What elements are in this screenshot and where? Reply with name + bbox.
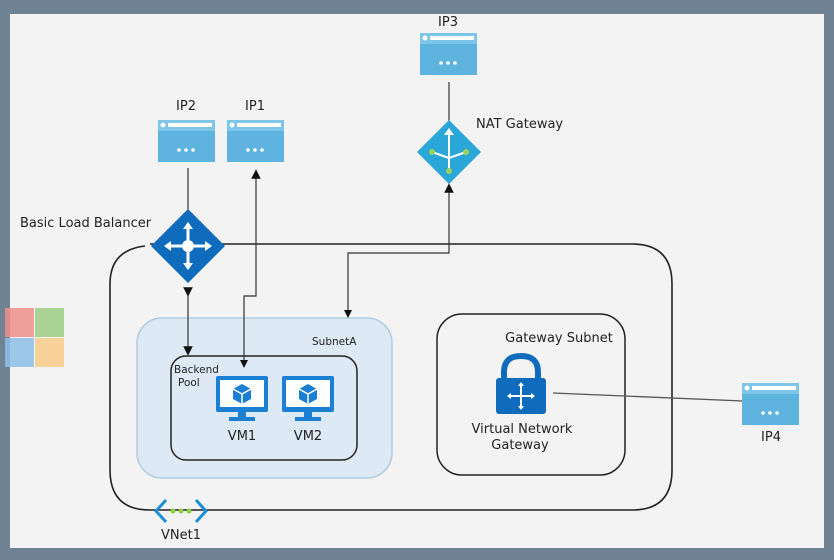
- subnet-to-nat-route: [347, 183, 454, 316]
- ip1-label: IP1: [245, 99, 265, 114]
- vnet-icon: [153, 498, 209, 524]
- subnet-a-label: SubnetA: [312, 336, 357, 348]
- vnet1-boundary: [109, 243, 673, 511]
- vm2-label: VM2: [294, 429, 322, 444]
- vng-label-2: Gateway: [491, 438, 549, 453]
- ip4-icon: [742, 383, 799, 425]
- vng-label: Virtual Network: [472, 422, 573, 437]
- backend-to-ip1-route: [243, 169, 261, 362]
- load-balancer-label: Basic Load Balancer: [20, 216, 152, 231]
- microsoft-watermark-logo: [5, 308, 64, 367]
- virtual-network-gateway-icon: [496, 352, 546, 414]
- gateway-subnet-box: [436, 313, 626, 476]
- backend-pool-label: Backend: [174, 364, 219, 376]
- ip4-label: IP4: [761, 430, 781, 445]
- gateway-subnet-label: Gateway Subnet: [505, 331, 613, 346]
- ip2-label: IP2: [176, 99, 196, 114]
- ip3-icon: [420, 33, 477, 75]
- backend-pool-box: [170, 355, 358, 461]
- vm1-label: VM1: [228, 429, 256, 444]
- nat-gateway-icon: [417, 120, 481, 184]
- backend-pool-label-2: Pool: [178, 377, 200, 389]
- ip3-label: IP3: [438, 15, 458, 30]
- ip2-icon: [158, 120, 215, 162]
- nat-gateway-label: NAT Gateway: [476, 117, 563, 132]
- ip1-icon: [227, 120, 284, 162]
- load-balancer-icon: [151, 209, 225, 283]
- vnet1-label: VNet1: [161, 528, 201, 543]
- vng-ip4-connection: [552, 392, 744, 402]
